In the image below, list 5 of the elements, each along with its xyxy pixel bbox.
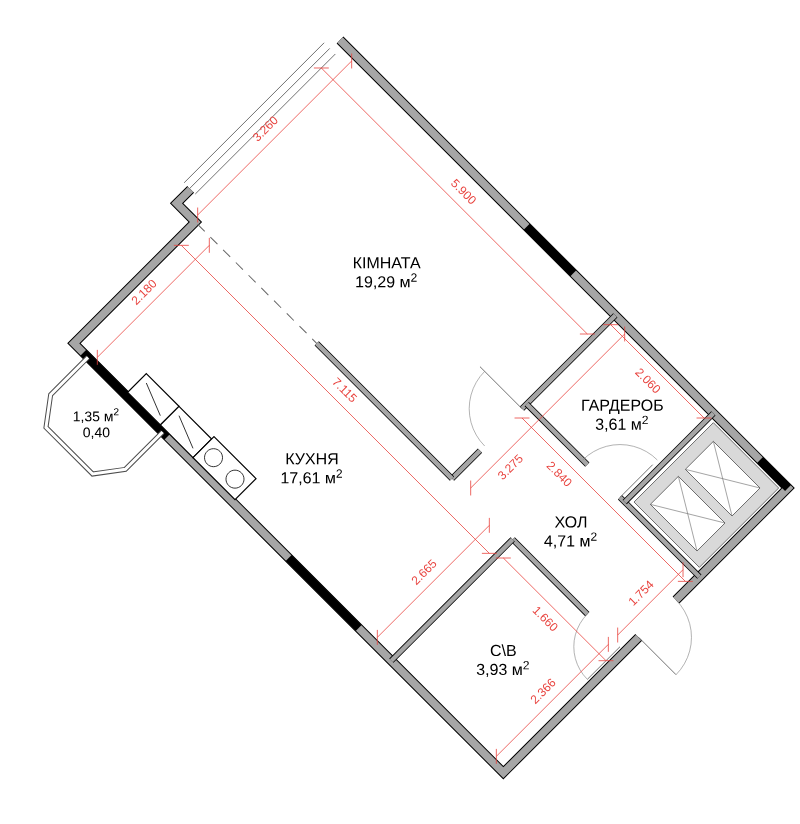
room-label: ХОЛ 4,71 м$^{2}$	[544, 516, 597, 549]
room-label: КІМНАТА 19,29 м$^{2}$	[354, 257, 421, 290]
room-label: КУХНЯ 17,61 м$^{2}$	[281, 453, 342, 486]
room-label: ГАРДЕРОБ 3,61 м$^{2}$	[582, 399, 663, 432]
room-label: С\В 3,93 м$^{2}$	[476, 644, 529, 677]
